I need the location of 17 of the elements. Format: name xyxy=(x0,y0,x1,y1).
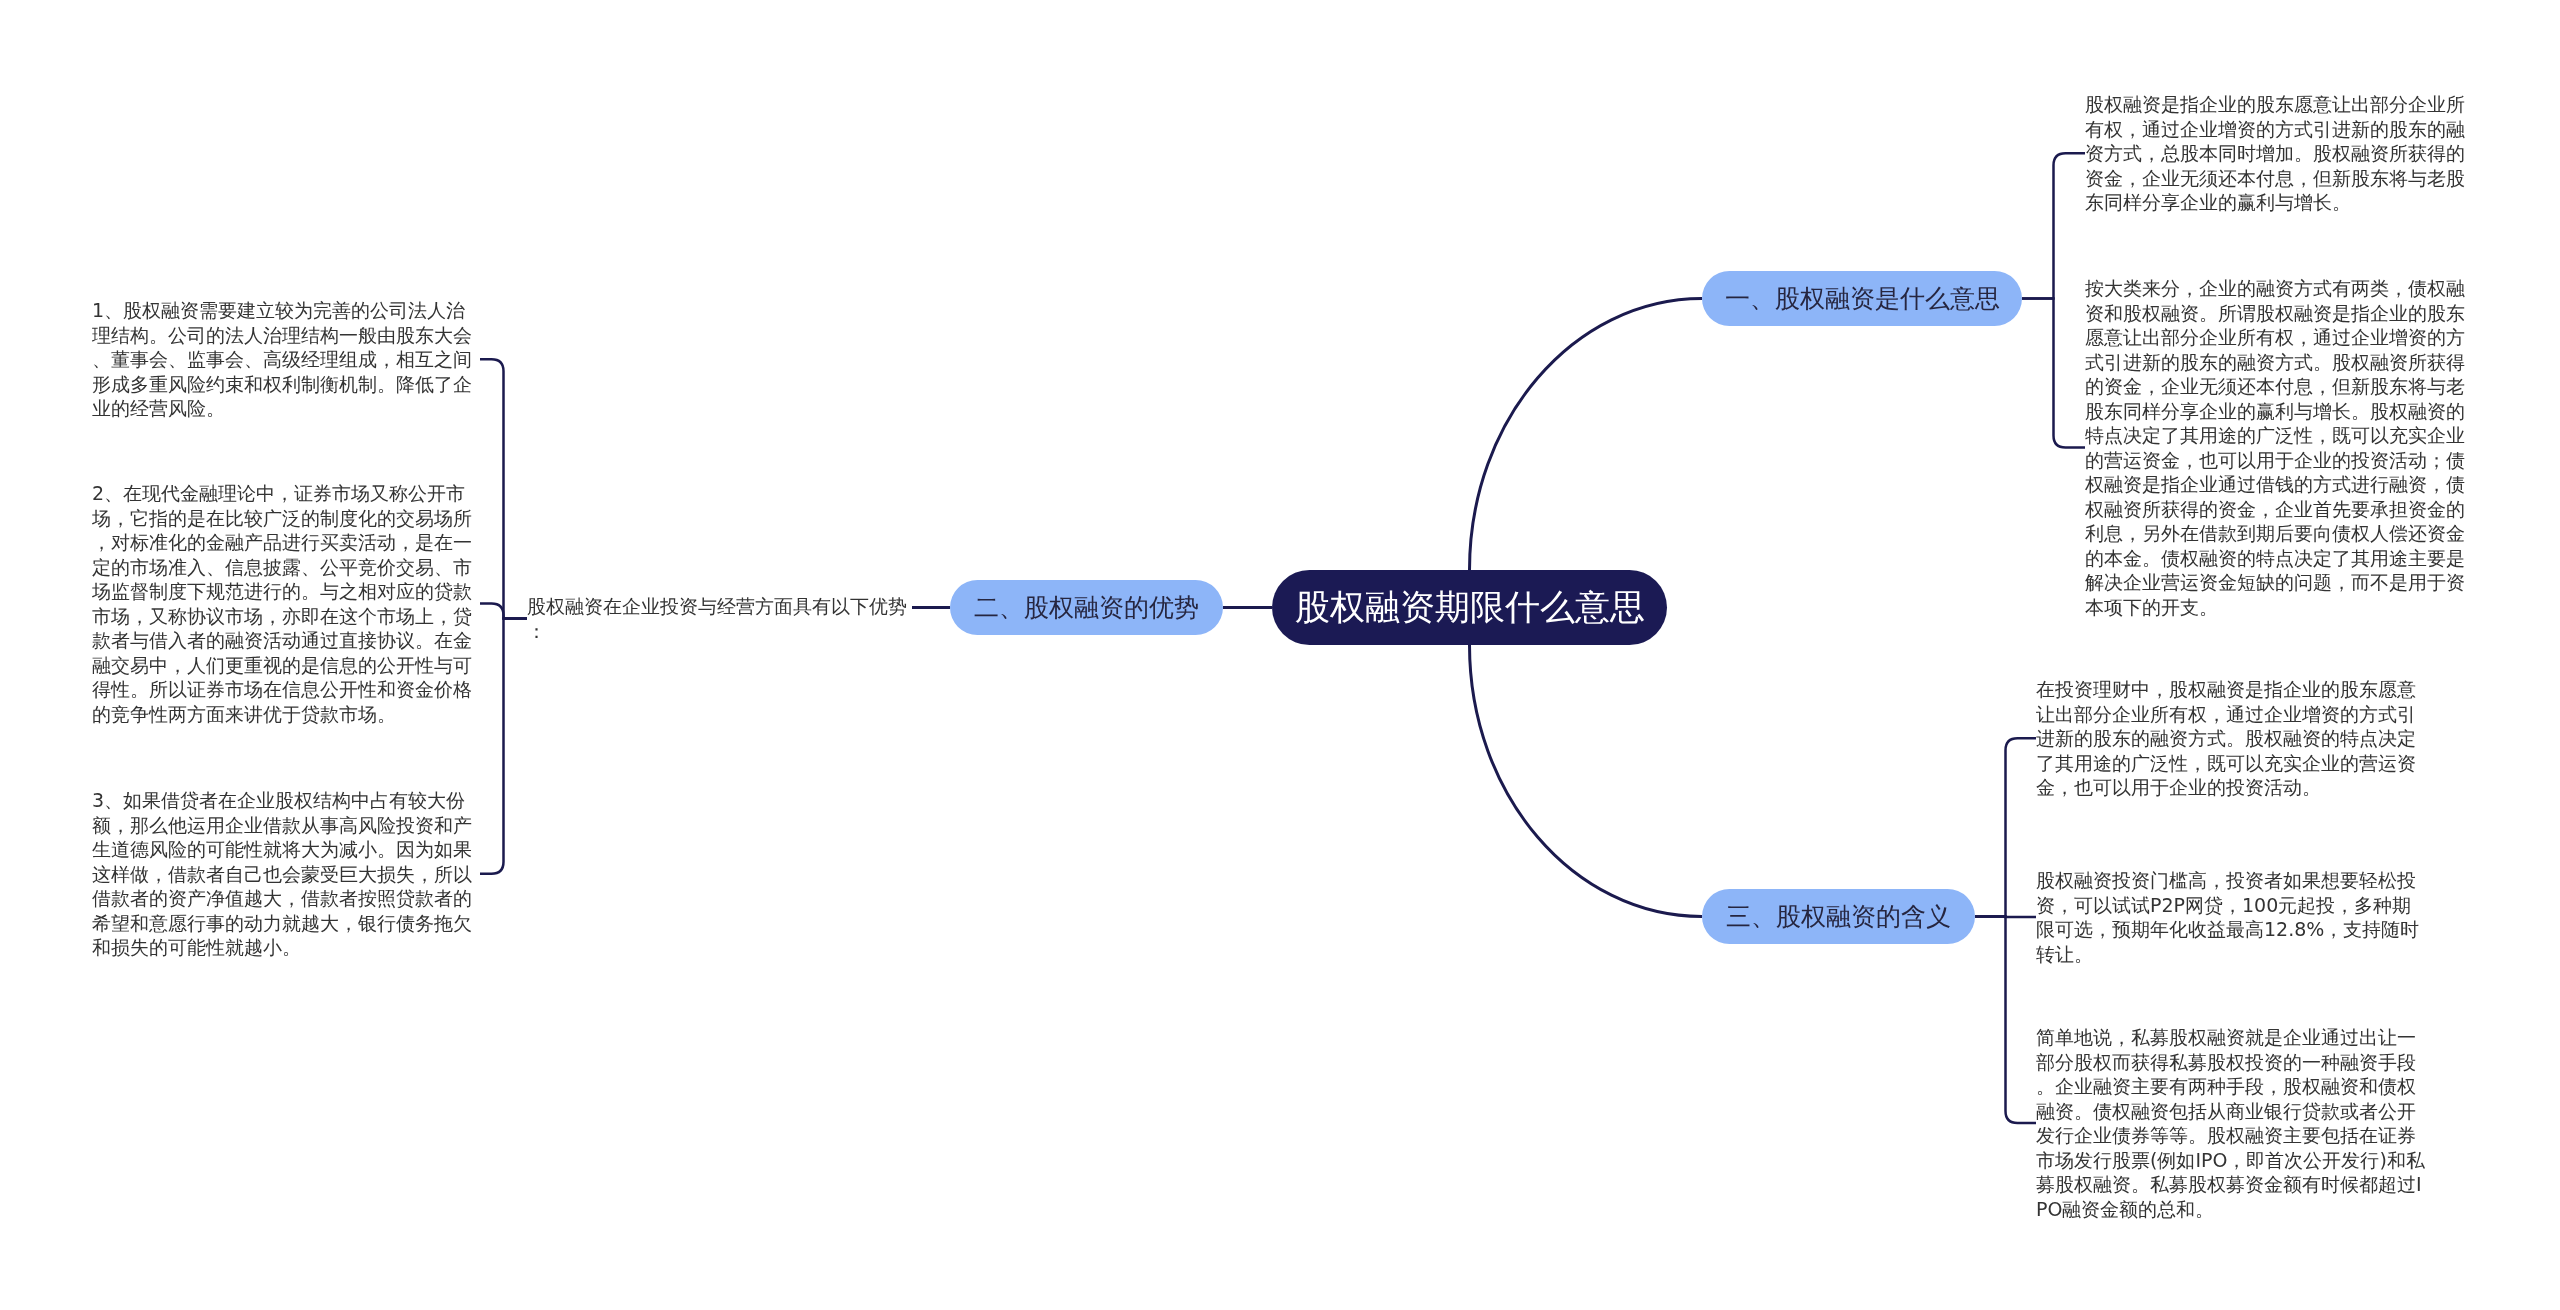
paragraph-text: 按大类来分，企业的融资方式有两类，债权融资和股权融资。所谓股权融资是指企业的股东愿意让出部分企业所有权，通过企业增资的方式引进新的股东的融资方式。股权融资所获得的资金，企业无须还本付息，但新股东将与老股东同样分享企业的赢利与增长。股权融资的特点决定了其用途的广泛性，既可以充实企业的营运资金，也可以用于企业的投资活动；债权融资是指企业通过借钱的方式进行融资，债权融资所获得的资金，企业首先要承担资金的利息，另外在借款到期后要向债权人偿还资金的本金。债权融资的特点决定了其用途主要是解决企业营运资金短缺的问题，而不是用于资本项下的开支。 xyxy=(2085,276,2475,619)
paragraph-text: 简单地说，私募股权融资就是企业通过出让一部分股权而获得私募股权投资的一种融资手段。企业融资主要有两种手段，股权融资和债权融资。债权融资包括从商业银行贷款或者公开发行企业债券等等。股权融资主要包括在证券市场发行股票(例如IPO，即首次公开发行)和私募股权融资。私募股权募资金额有时候都超过IPO融资金额的总和。 xyxy=(2036,1025,2426,1221)
connector-line xyxy=(1223,606,1272,609)
topic-pill: 一、股权融资是什么意思 xyxy=(1702,271,2022,326)
connector-line xyxy=(1468,644,1703,918)
paragraph-text: 2、在现代金融理论中，证券市场又称公开市场，它指的是在比较广泛的制度化的交易场所，对标准化的金融产品进行买卖活动，是在一定的市场准入、信息披露、公平竞价交易、市场监督制度下规范进行的。与之相对应的贷款市场，又称协议市场，亦即在这个市场上，贷款者与借入者的融资活动通过直接协议。在金融交易中，人们更重视的是信息的公开性与可得性。所以证券市场在信息公开性和资金价格的竞争性两方面来讲优于贷款市场。 xyxy=(92,481,480,726)
paragraph-text: 在投资理财中，股权融资是指企业的股东愿意让出部分企业所有权，通过企业增资的方式引进新的股东的融资方式。股权融资的特点决定了其用途的广泛性，既可以充实企业的营运资金，也可以用于企业的投资活动。 xyxy=(2036,677,2426,800)
topic-pill: 二、股权融资的优势 xyxy=(950,580,1223,635)
connector-line xyxy=(912,606,950,609)
paragraph-text: 股权融资投资门槛高，投资者如果想要轻松投资，可以试试P2P网贷，100元起投，多种期限可选，预期年化收益最高12.8%，支持随时转让。 xyxy=(2036,868,2426,966)
central-topic: 股权融资期限什么意思 xyxy=(1272,570,1667,645)
connector-line xyxy=(1468,297,1703,571)
paragraph-text: 股权融资是指企业的股东愿意让出部分企业所有权，通过企业增资的方式引进新的股东的融资方式，总股本同时增加。股权融资所获得的资金，企业无须还本付息，但新股东将与老股东同样分享企业的赢利与增长。 xyxy=(2085,92,2475,215)
paragraph-text: 股权融资在企业投资与经营方面具有以下优势： xyxy=(527,594,912,643)
paragraph-text: 1、股权融资需要建立较为完善的公司法人治理结构。公司的法人治理结构一般由股东大会、董事会、监事会、高级经理组成，相互之间形成多重风险约束和权利制衡机制。降低了企业的经营风险。 xyxy=(92,298,480,421)
topic-pill: 三、股权融资的含义 xyxy=(1702,889,1975,944)
paragraph-text: 3、如果借贷者在企业股权结构中占有较大份额，那么他运用企业借款从事高风险投资和产生道德风险的可能性就将大为减小。因为如果这样做，借款者自己也会蒙受巨大损失，所以借款者的资产净值越大，借款者按照贷款者的希望和意愿行事的动力就越大，银行债务拖欠和损失的可能性就越小。 xyxy=(92,788,480,960)
